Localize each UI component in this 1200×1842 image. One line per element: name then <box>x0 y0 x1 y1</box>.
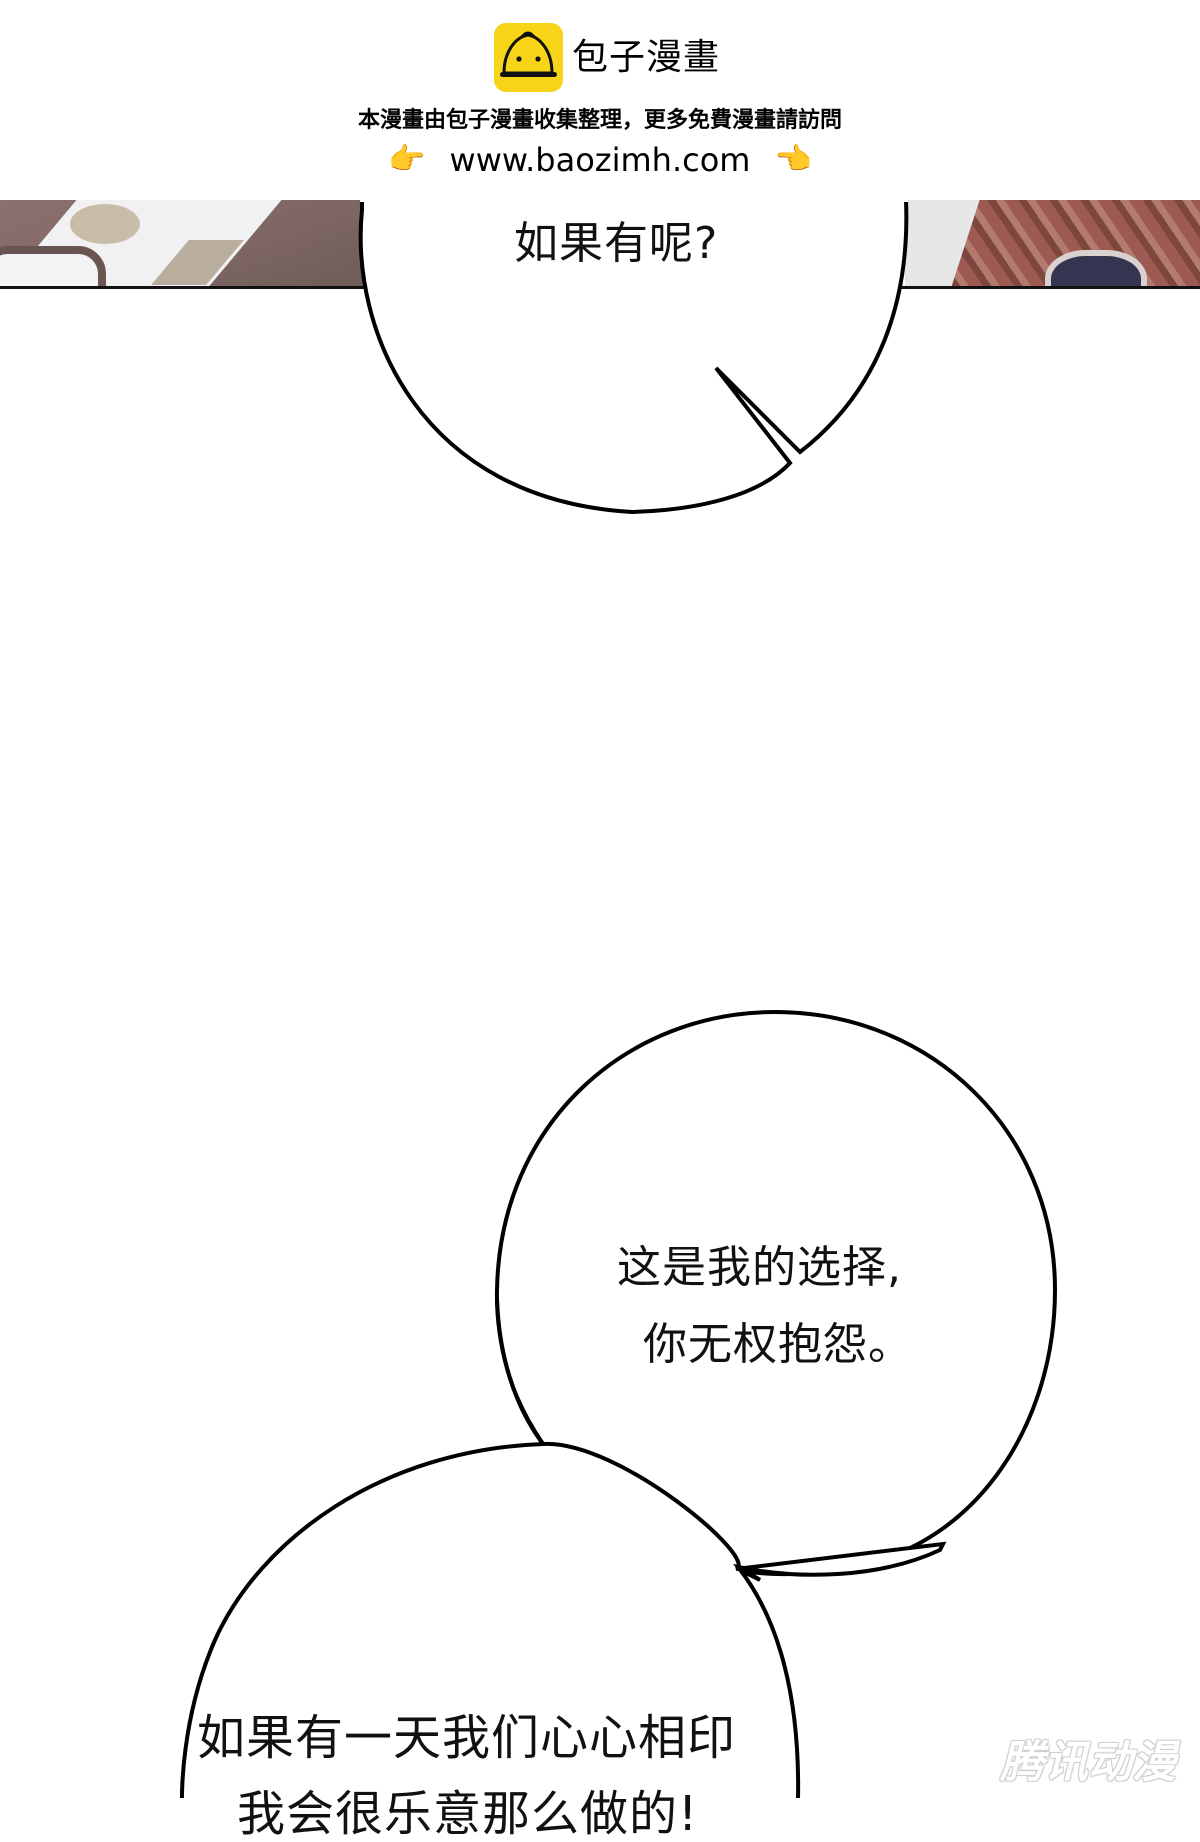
bubble-3-line-2: 我会很乐意那么做的! <box>237 1786 699 1842</box>
pointing-right-hand-icon: 👉 <box>388 142 426 177</box>
site-url-row: 👉 www.baozimh.com 👈 <box>0 138 1200 180</box>
source-notice: 本漫畫由包子漫畫收集整理，更多免費漫畫請訪問 <box>357 108 842 133</box>
bubble-2-line-2: 你无权抱怨。 <box>643 1319 913 1370</box>
baozi-logo-icon <box>494 23 563 92</box>
speech-bubble-3 <box>170 1441 947 1800</box>
speech-bubbles-layer <box>170 196 1058 1800</box>
panel-art-right <box>905 200 1200 287</box>
speech-bubble-1 <box>358 196 909 515</box>
bubble-2-line-1: 这是我的选择, <box>617 1242 902 1293</box>
bun-icon <box>500 31 557 77</box>
bubble-3-line-1: 如果有一天我们心心相印 <box>197 1710 737 1766</box>
tencent-comics-watermark: 腾讯动漫 <box>1000 1737 1176 1788</box>
panel-art-left <box>0 200 380 287</box>
crab-ornament-art <box>70 204 140 244</box>
pointing-left-hand-icon: 👈 <box>774 142 812 177</box>
brand-title: 包子漫畫 <box>572 37 721 78</box>
site-url-link[interactable]: www.baozimh.com <box>449 141 751 179</box>
bubble-1-text: 如果有呢? <box>514 218 719 269</box>
